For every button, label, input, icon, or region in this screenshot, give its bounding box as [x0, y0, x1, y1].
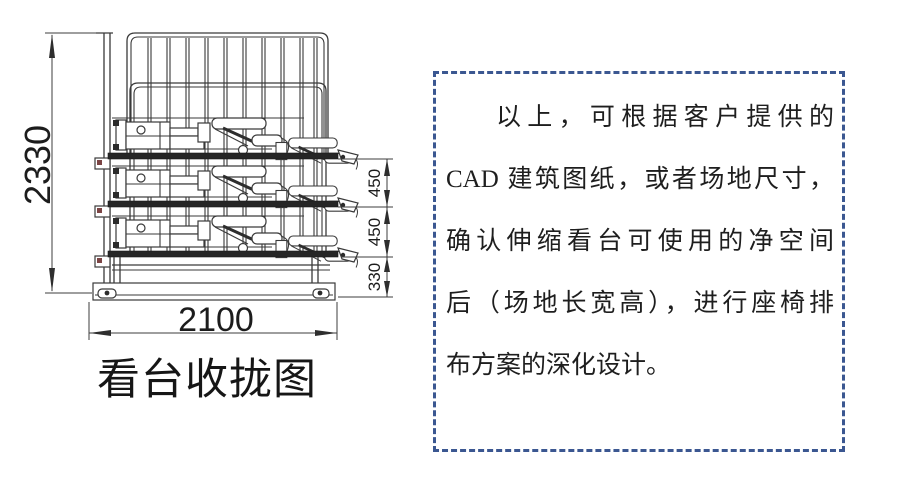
base-beam: [92, 282, 336, 301]
row-middle-label: 450: [365, 218, 384, 246]
note-line-4: 后（场地长宽高），进行座椅排: [446, 290, 834, 317]
note-box: 以上，可根据客户提供的 CAD 建筑图纸，或者场地尺寸， 确认伸缩看台可使用的净…: [433, 71, 845, 452]
note-line-5: 布方案的深化设计。: [446, 352, 672, 379]
front-railing: [129, 82, 327, 252]
dimension-base-width: 2100: [88, 301, 338, 340]
row-top-label: 450: [365, 169, 384, 197]
note-line-2: CAD 建筑图纸，或者场地尺寸，: [446, 166, 834, 193]
rear-railing: [126, 32, 329, 153]
base-width-label: 2100: [178, 301, 254, 339]
row-bottom-label: 330: [365, 263, 384, 291]
note-line-1: 以上，可根据客户提供的: [496, 104, 834, 131]
total-height-label: 2330: [17, 125, 58, 205]
dimension-total-height: 2330: [17, 32, 97, 294]
dimension-tier-heights: 450 450 330: [338, 158, 393, 298]
grandstand-collapsed-drawing: 2330 450 450 330 2100: [17, 32, 393, 404]
drawing-caption: 看台收拢图: [97, 357, 317, 404]
note-line-3: 确认伸缩看台可使用的净空间: [446, 228, 834, 255]
under-frame: [112, 257, 330, 283]
